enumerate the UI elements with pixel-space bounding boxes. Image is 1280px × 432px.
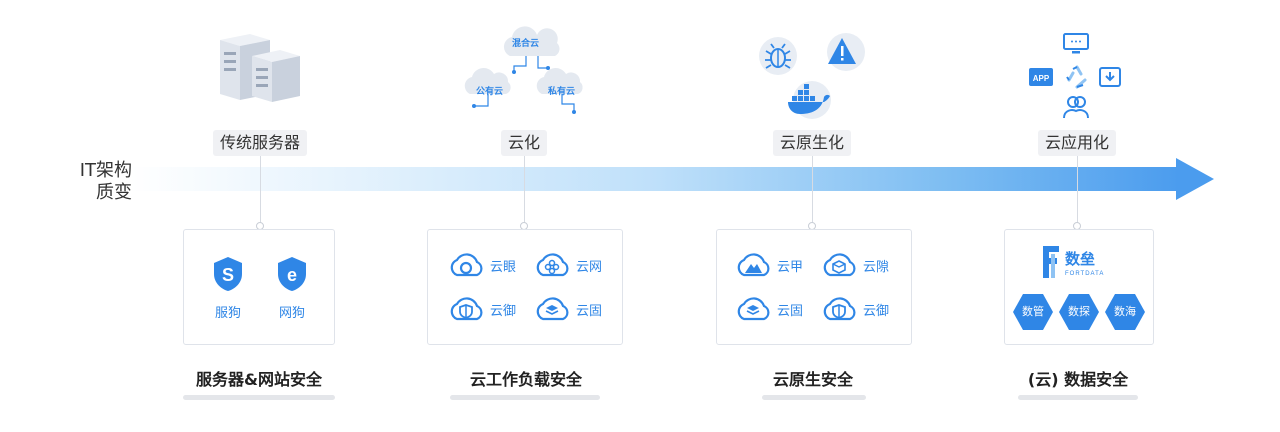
title-underline — [183, 395, 335, 400]
product-yunyan[interactable]: 云眼 — [448, 252, 516, 278]
svg-text:APP: APP — [1033, 74, 1050, 83]
box-title: 云工作负载安全 — [469, 370, 583, 389]
it-architecture-label: IT架构 质变 — [79, 160, 132, 203]
cube-cloud-icon — [823, 253, 856, 277]
monitor-icon — [1063, 33, 1089, 54]
layers-cloud-icon — [737, 297, 770, 321]
network-cloud-icon — [536, 253, 569, 277]
product-fugou[interactable]: S 服狗 — [208, 254, 248, 321]
svg-text:数垒: 数垒 — [1065, 250, 1095, 268]
armor-cloud-icon — [737, 253, 770, 277]
connector-line — [1077, 156, 1078, 224]
warning-icon — [827, 33, 865, 71]
timeline-arrowhead — [1176, 158, 1214, 200]
product-yungu[interactable]: 云固 — [534, 296, 602, 322]
product-yunxi[interactable]: 云隙 — [821, 252, 889, 278]
svg-text:e: e — [287, 265, 297, 285]
cloud-data-security-box: 数垒 FORTDATA 数管 数探 数海 — [1004, 229, 1154, 345]
timeline-arrow — [130, 167, 1180, 191]
hybrid-cloud-label: 混合云 — [512, 39, 540, 49]
shield-s-icon: S — [214, 257, 242, 291]
svg-text:S: S — [222, 265, 234, 285]
product-yunjia[interactable]: 云甲 — [735, 252, 803, 278]
era-cloud-native: 云原生化 — [772, 130, 852, 156]
era-cloudification: 云化 — [500, 130, 548, 156]
svg-text:FORTDATA: FORTDATA — [1065, 271, 1104, 277]
product-yunyu[interactable]: 云御 — [821, 296, 889, 322]
title-underline — [1018, 395, 1138, 400]
eye-cloud-icon — [450, 253, 483, 277]
box-title: 云原生安全 — [772, 370, 854, 389]
connector-line — [260, 156, 261, 224]
box-title: (云) 数据安全 — [1027, 370, 1129, 389]
product-shuguan[interactable]: 数管 — [1013, 294, 1053, 330]
shield-e-icon: e — [278, 257, 306, 291]
cloud-workload-security-box: 云眼 云网 云御 云固 — [427, 229, 623, 345]
download-icon — [1099, 67, 1121, 87]
title-underline — [762, 395, 866, 400]
app-icon: APP — [1029, 68, 1053, 86]
box-title: 服务器&网站安全 — [196, 370, 322, 389]
layers-cloud-icon — [536, 297, 569, 321]
server-web-security-box: S 服狗 e 网狗 — [183, 229, 335, 345]
private-cloud-label: 私有云 — [548, 87, 576, 97]
fortdata-logo: 数垒 FORTDATA — [1043, 246, 1104, 278]
product-yunwang[interactable]: 云网 — [534, 252, 602, 278]
era-traditional-server: 传统服务器 — [212, 130, 308, 156]
product-yunyu[interactable]: 云御 — [448, 296, 516, 322]
era-cloud-application: 云应用化 — [1037, 130, 1117, 156]
cloud-network-icon — [464, 26, 583, 114]
product-shuhai[interactable]: 数海 — [1105, 294, 1145, 330]
connector-line — [524, 156, 525, 224]
docker-icon — [788, 81, 831, 119]
shield-cloud-icon — [823, 297, 856, 321]
public-cloud-label: 公有云 — [476, 87, 504, 97]
users-icon — [1063, 96, 1089, 119]
connector-line — [812, 156, 813, 224]
bug-icon — [759, 37, 797, 75]
title-underline — [450, 395, 600, 400]
product-yungu[interactable]: 云固 — [735, 296, 803, 322]
shield-cloud-icon — [450, 297, 483, 321]
product-shutan[interactable]: 数探 — [1059, 294, 1099, 330]
product-wanggou[interactable]: e 网狗 — [272, 254, 312, 321]
recycle-icon — [1066, 65, 1087, 89]
server-icon — [220, 34, 300, 102]
cloud-native-security-box: 云甲 云隙 云固 云御 — [716, 229, 912, 345]
